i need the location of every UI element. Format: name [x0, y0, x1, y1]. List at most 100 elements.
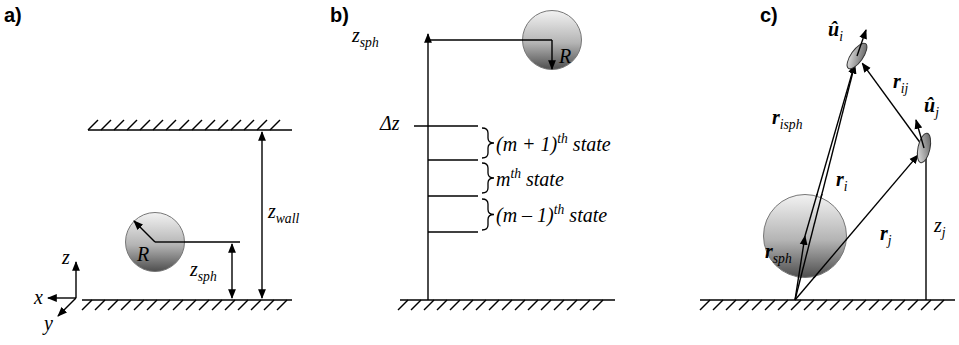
wall-hatch	[173, 300, 183, 310]
slab-line	[428, 159, 478, 160]
wall-hatch	[424, 300, 434, 310]
wall-hatch	[528, 300, 538, 310]
height-axis	[427, 34, 428, 300]
wall-hatch	[257, 120, 267, 130]
sphere: R	[125, 212, 185, 272]
sphere-label: R	[559, 45, 571, 67]
wall-hatch	[908, 300, 918, 310]
axis-label: z	[62, 246, 70, 268]
state-brace	[482, 128, 494, 158]
sphere-shape	[522, 10, 582, 70]
wall-hatch	[277, 300, 287, 310]
state-brace	[482, 163, 494, 193]
wall-hatch	[264, 300, 274, 310]
wall-hatch	[411, 300, 421, 310]
z-axis	[75, 262, 76, 298]
wall-hatch	[134, 300, 144, 310]
wall-hatch	[502, 300, 512, 310]
sphere: R	[522, 10, 582, 70]
axis-label: y	[44, 312, 53, 334]
wall-hatch	[791, 300, 801, 310]
wall-hatch	[114, 120, 124, 130]
x-axis	[48, 297, 76, 298]
wall-hatch	[554, 300, 564, 310]
wall-hatch	[108, 300, 118, 310]
wall-hatch	[739, 300, 749, 310]
wall-hatch	[270, 120, 280, 130]
wall-hatch	[82, 300, 92, 310]
wall-hatch	[88, 120, 98, 130]
axis-label: x	[34, 286, 43, 308]
height-arrow	[231, 244, 232, 298]
radius-arrow	[551, 40, 552, 69]
wall-hatch	[726, 300, 736, 310]
sphere-outline	[126, 213, 185, 272]
sphere-label: R	[137, 243, 149, 265]
position-vector-i-sphere	[805, 194, 847, 236]
wall-hatch	[856, 300, 866, 310]
state-label: mth state	[496, 167, 564, 190]
wall-hatch	[121, 300, 131, 310]
wall-hatch	[804, 300, 814, 310]
wall-hatch	[489, 300, 499, 310]
ground-wall	[400, 299, 615, 300]
wall-hatch	[778, 300, 788, 310]
state-brace	[482, 199, 494, 230]
sphere-height-line	[428, 39, 552, 40]
slab-line	[428, 231, 478, 232]
slab-line	[414, 125, 478, 126]
position-vector-j	[795, 194, 847, 278]
wall-hatch	[463, 300, 473, 310]
wall-hatch	[95, 300, 105, 310]
sphere-shape	[125, 212, 185, 272]
wall-hatch	[541, 300, 551, 310]
wall-distance-arrow	[261, 132, 262, 298]
wall-hatch	[450, 300, 460, 310]
vector-label: ûj	[924, 94, 939, 121]
dimension-label: zj	[934, 214, 946, 241]
height-line	[925, 155, 926, 300]
wall-hatch	[231, 120, 241, 130]
vector-label: ûi	[828, 18, 843, 45]
wall-hatch	[398, 300, 408, 310]
top-wall	[88, 129, 292, 130]
wall-hatch	[700, 300, 710, 310]
position-vector-sphere	[795, 236, 805, 278]
sphere: rsph	[763, 194, 847, 278]
vector-label: risph	[772, 106, 802, 133]
slab-line	[428, 195, 478, 196]
height-level-line	[155, 241, 240, 242]
wall-hatch	[934, 300, 944, 310]
wall-hatch	[238, 300, 248, 310]
wall-hatch	[752, 300, 762, 310]
wall-hatch	[515, 300, 525, 310]
wall-hatch	[179, 120, 189, 130]
height-level-line	[155, 241, 185, 242]
wall-hatch	[921, 300, 931, 310]
wall-hatch	[830, 300, 840, 310]
panel-letter: a)	[4, 4, 22, 26]
state-label: (m – 1)th state	[496, 203, 607, 226]
wall-hatch	[817, 300, 827, 310]
wall-hatch	[166, 120, 176, 130]
wall-hatch	[147, 300, 157, 310]
orientation-vector	[916, 120, 924, 148]
wall-hatch	[153, 120, 163, 130]
wall-hatch	[218, 120, 228, 130]
wall-hatch	[580, 300, 590, 310]
state-label: (m + 1)th state	[496, 132, 611, 155]
vector-label: rj	[880, 222, 892, 249]
wall-hatch	[127, 120, 137, 130]
wall-hatch	[160, 300, 170, 310]
wall-hatch	[713, 300, 723, 310]
sphere-label: rsph	[765, 240, 792, 267]
wall-hatch	[140, 120, 150, 130]
dimension-label: zsph	[190, 258, 217, 285]
panel-letter: b)	[330, 4, 349, 26]
y-axis	[58, 298, 76, 316]
wall-hatch	[244, 120, 254, 130]
wall-hatch	[765, 300, 775, 310]
wall-hatch	[476, 300, 486, 310]
